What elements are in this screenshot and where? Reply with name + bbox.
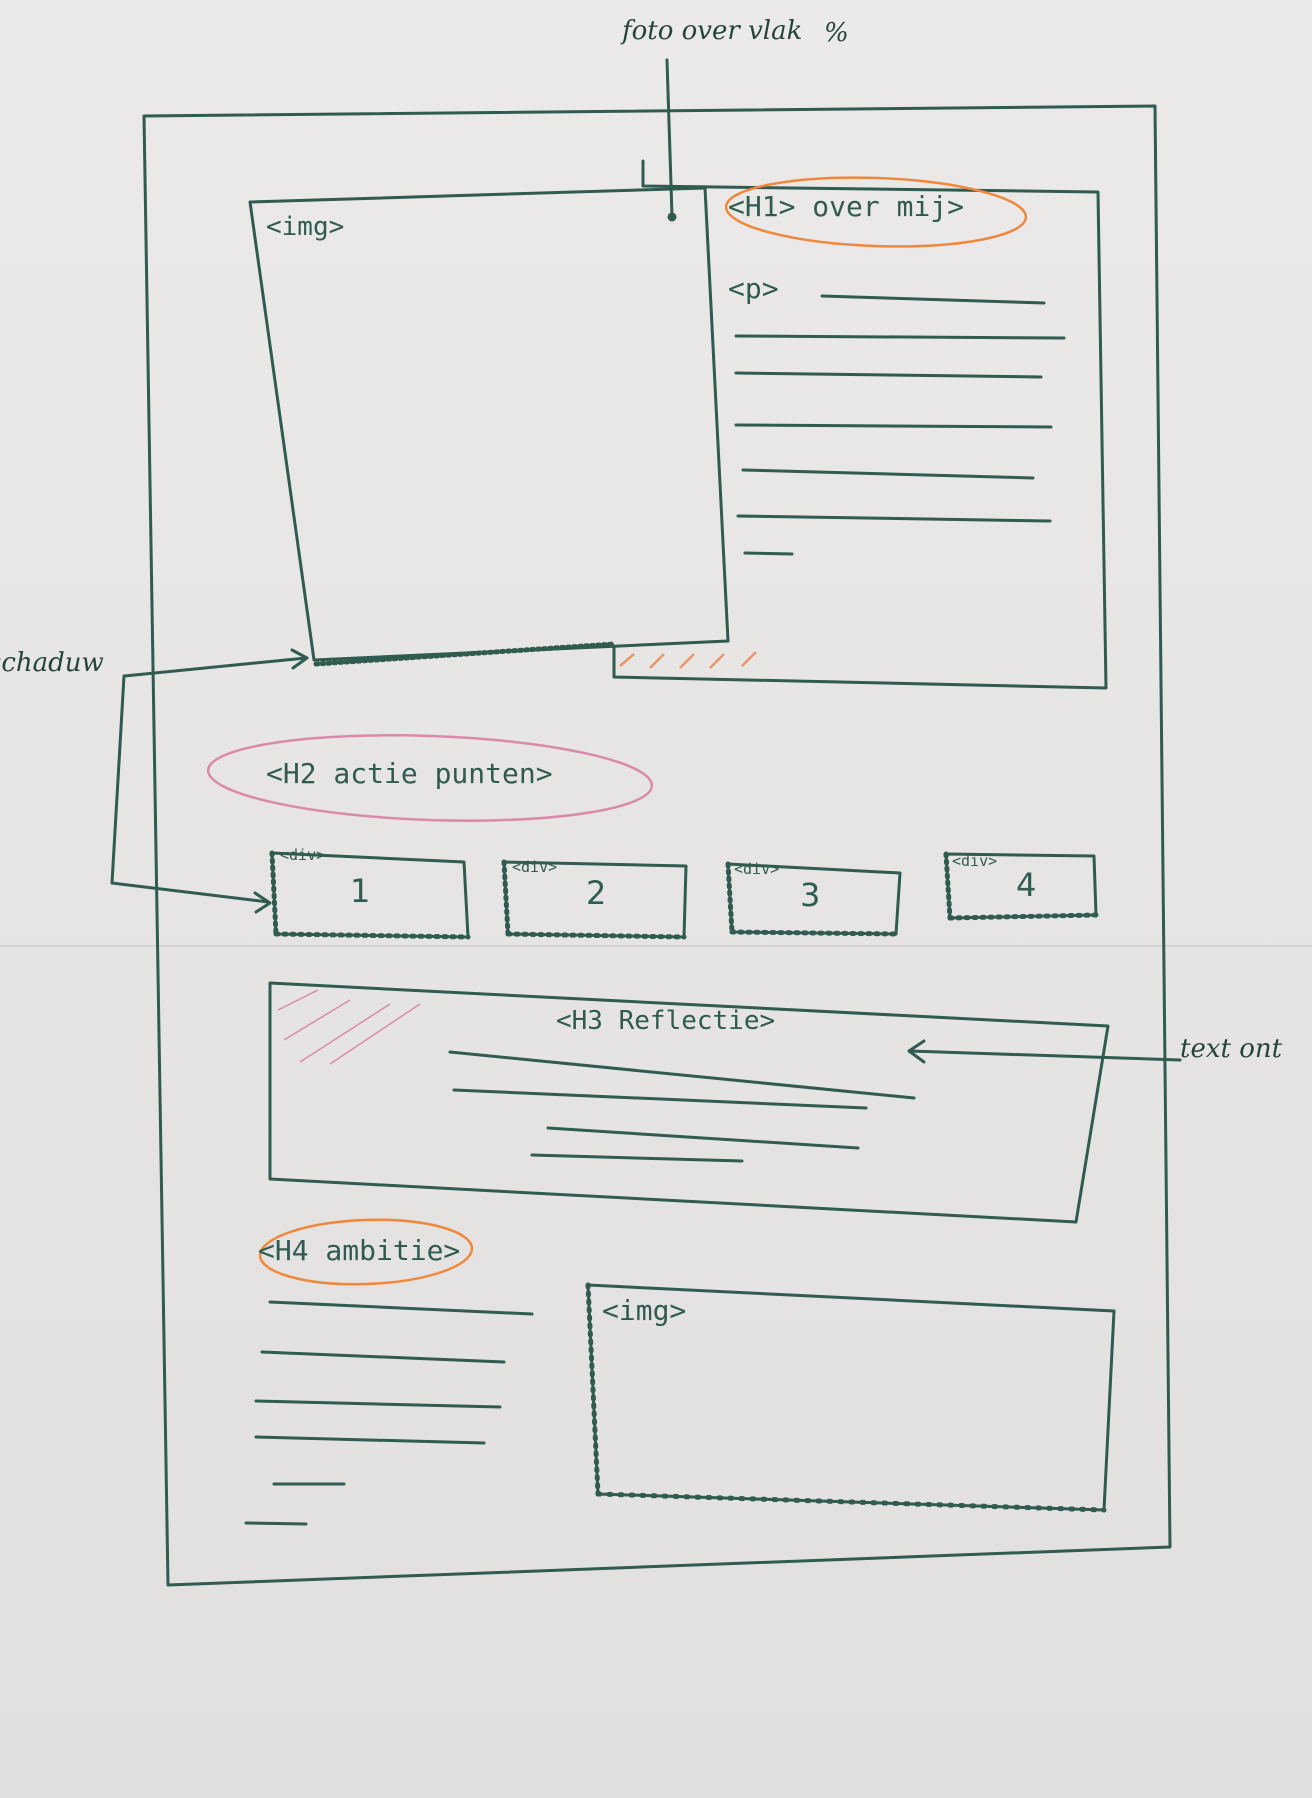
annotation-percent: %: [824, 18, 849, 48]
card-number: 4: [1016, 866, 1037, 904]
panel-corner-hatch: [619, 651, 757, 669]
shadow-arrow: [110, 674, 270, 904]
card-number: 1: [350, 872, 371, 910]
about-heading: <H1> over mij>: [728, 190, 965, 223]
paragraph-line: [820, 294, 1046, 305]
card-tag: <div>: [280, 846, 326, 864]
paragraph-line: [743, 551, 794, 556]
card-tag: <div>: [512, 858, 558, 876]
actions-heading: <H2 actie punten>: [266, 757, 553, 790]
ambition-heading: <H4 ambitie>: [258, 1234, 461, 1267]
about-text-panel: [612, 159, 1108, 690]
card-tag: <div>: [734, 860, 780, 878]
paragraph-label: <p>: [728, 272, 779, 305]
paragraph-line: [734, 423, 1053, 429]
card-number: 3: [800, 876, 821, 914]
paragraph-line: [734, 371, 1043, 379]
reflection-line: [546, 1126, 860, 1150]
reflection-line: [448, 1050, 916, 1100]
paragraph-line: [736, 514, 1052, 523]
reflection-line: [452, 1088, 868, 1110]
annotation-text-cut: text ont: [1180, 1034, 1283, 1064]
annotation-shadow: schaduw: [0, 648, 104, 678]
image-shadow: [313, 641, 617, 667]
reflection-box: [268, 981, 1110, 1224]
about-image-box: [248, 186, 730, 662]
ambition-line: [254, 1399, 502, 1409]
paper-fold: [0, 945, 1312, 947]
h2-highlight: [206, 734, 654, 822]
ambition-image-label: <img>: [602, 1294, 687, 1327]
annotation-photo-over-area: foto over vlak: [622, 16, 803, 46]
ambition-line: [244, 1521, 308, 1526]
text-arrow: [908, 1049, 1182, 1062]
reflection-line: [530, 1153, 744, 1163]
ambition-line: [254, 1435, 486, 1445]
ambition-line: [260, 1350, 506, 1364]
paragraph-line: [741, 468, 1035, 480]
paragraph-line: [734, 334, 1066, 340]
reflection-heading: <H3 Reflectie>: [556, 1006, 776, 1036]
annotation-pointer: [665, 58, 674, 218]
about-image-label: <img>: [266, 212, 345, 242]
reflection-corner-hatch: [277, 989, 421, 1065]
h1-highlight: [724, 176, 1028, 248]
page-frame: [142, 104, 1172, 1587]
ambition-line: [268, 1300, 534, 1316]
card-number: 2: [586, 874, 607, 912]
h4-highlight: [258, 1218, 474, 1286]
shadow-arrow: [122, 656, 308, 678]
card-tag: <div>: [952, 852, 998, 870]
